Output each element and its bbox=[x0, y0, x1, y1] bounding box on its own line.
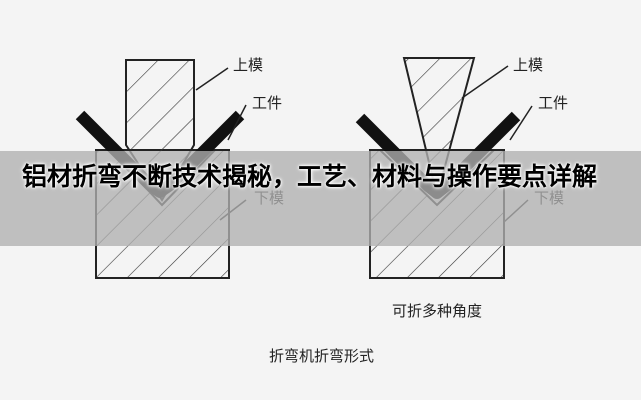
left-workpiece-label: 工件 bbox=[252, 94, 283, 112]
left-workpiece-leader bbox=[227, 104, 247, 141]
right-workpiece-label: 工件 bbox=[538, 94, 569, 112]
right-upper-die bbox=[402, 57, 476, 197]
right-upper-die-leader bbox=[461, 65, 509, 99]
right-workpiece-leader bbox=[509, 105, 533, 141]
right-upper-die-label: 上模 bbox=[513, 56, 544, 74]
title-banner: 铝材折弯不断技术揭秘，工艺、材料与操作要点详解 bbox=[0, 151, 641, 246]
left-upper-die-label: 上模 bbox=[233, 56, 264, 74]
right-caption: 可折多种角度 bbox=[392, 302, 483, 320]
left-caption: 折弯机折弯形式 bbox=[269, 347, 375, 365]
left-upper-die-leader bbox=[195, 67, 229, 91]
banner-title: 铝材折弯不断技术揭秘，工艺、材料与操作要点详解 bbox=[22, 162, 598, 191]
